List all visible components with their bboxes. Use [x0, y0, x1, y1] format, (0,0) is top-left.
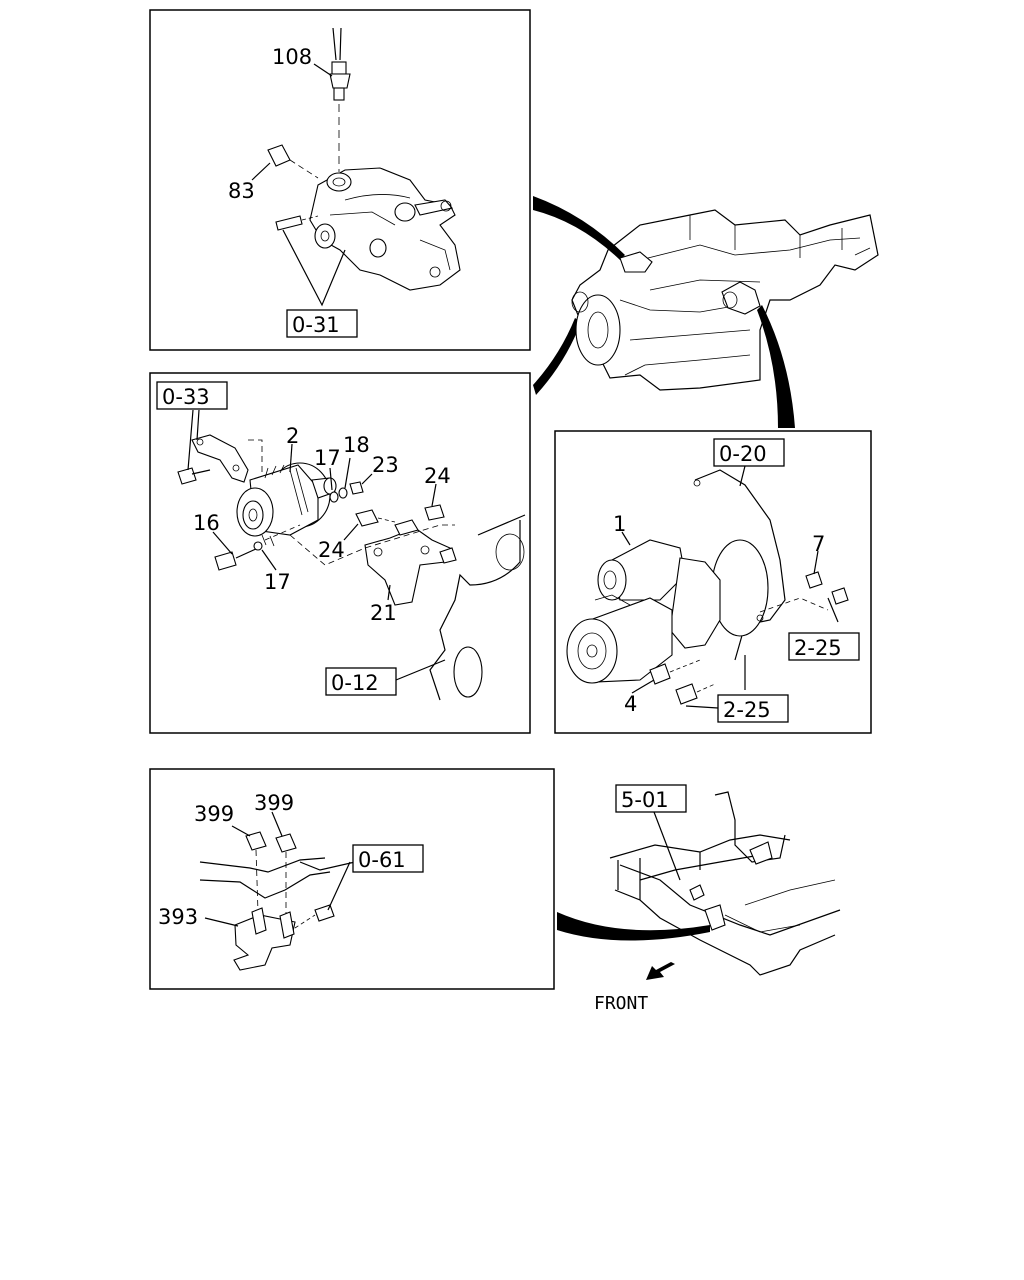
thermostat-housing-assembly: [251, 27, 461, 307]
callout-17-lower: 17: [264, 570, 291, 594]
front-label: FRONT: [594, 993, 648, 1014]
ref-box-0-12-frame: [325, 667, 397, 696]
chassis-frame-overview: [609, 791, 841, 976]
arrow-down-left-icon: [646, 962, 675, 980]
panel-top: [149, 9, 531, 351]
connector-arc-top: [533, 196, 625, 260]
ref-box-5-01[interactable]: 5-01: [621, 788, 669, 812]
callout-4: 4: [624, 692, 637, 716]
connector-arc-middle-right: [757, 305, 795, 428]
connector-arc-middle-left: [533, 318, 581, 395]
callout-24-right: 24: [424, 464, 451, 488]
callout-1: 1: [613, 512, 626, 536]
ref-box-0-12[interactable]: 0-12: [331, 671, 379, 695]
ref-box-0-33[interactable]: 0-33: [162, 385, 210, 409]
alternator-assembly: [177, 409, 526, 701]
ref-box-5-01-frame: [615, 784, 687, 813]
panel-middle-right: [554, 430, 872, 734]
panel-bottom: [149, 768, 555, 990]
ref-box-2-25-bottom[interactable]: 2-25: [723, 698, 771, 722]
ref-box-0-33-frame: [156, 381, 228, 410]
ref-box-0-61[interactable]: 0-61: [358, 848, 406, 872]
callout-16: 16: [193, 511, 220, 535]
ref-box-0-31-frame: [286, 309, 358, 338]
callout-83: 83: [228, 179, 255, 203]
ref-box-0-31[interactable]: 0-31: [292, 313, 340, 337]
connector-arc-bottom: [557, 912, 710, 941]
callout-21: 21: [370, 601, 397, 625]
callout-108: 108: [272, 45, 312, 69]
callout-393: 393: [158, 905, 198, 929]
callout-399-left: 399: [194, 802, 234, 826]
ref-box-0-20[interactable]: 0-20: [719, 442, 767, 466]
mount-bracket-assembly: [199, 811, 356, 971]
ref-box-0-20-frame: [713, 438, 785, 467]
callout-7: 7: [812, 532, 825, 556]
callout-399-right: 399: [254, 791, 294, 815]
engine-overview: [571, 209, 879, 391]
callout-23: 23: [372, 453, 399, 477]
callout-18: 18: [343, 433, 370, 457]
starter-motor-assembly: [566, 465, 849, 709]
callout-24-mid: 24: [318, 538, 345, 562]
callout-2: 2: [286, 424, 299, 448]
ref-box-2-25-right-frame: [788, 632, 860, 661]
ref-box-2-25-bottom-frame: [717, 694, 789, 723]
ref-box-0-61-frame: [352, 844, 424, 873]
panel-middle-left: [149, 372, 531, 734]
callout-17-upper: 17: [314, 446, 341, 470]
ref-box-2-25-right[interactable]: 2-25: [794, 636, 842, 660]
